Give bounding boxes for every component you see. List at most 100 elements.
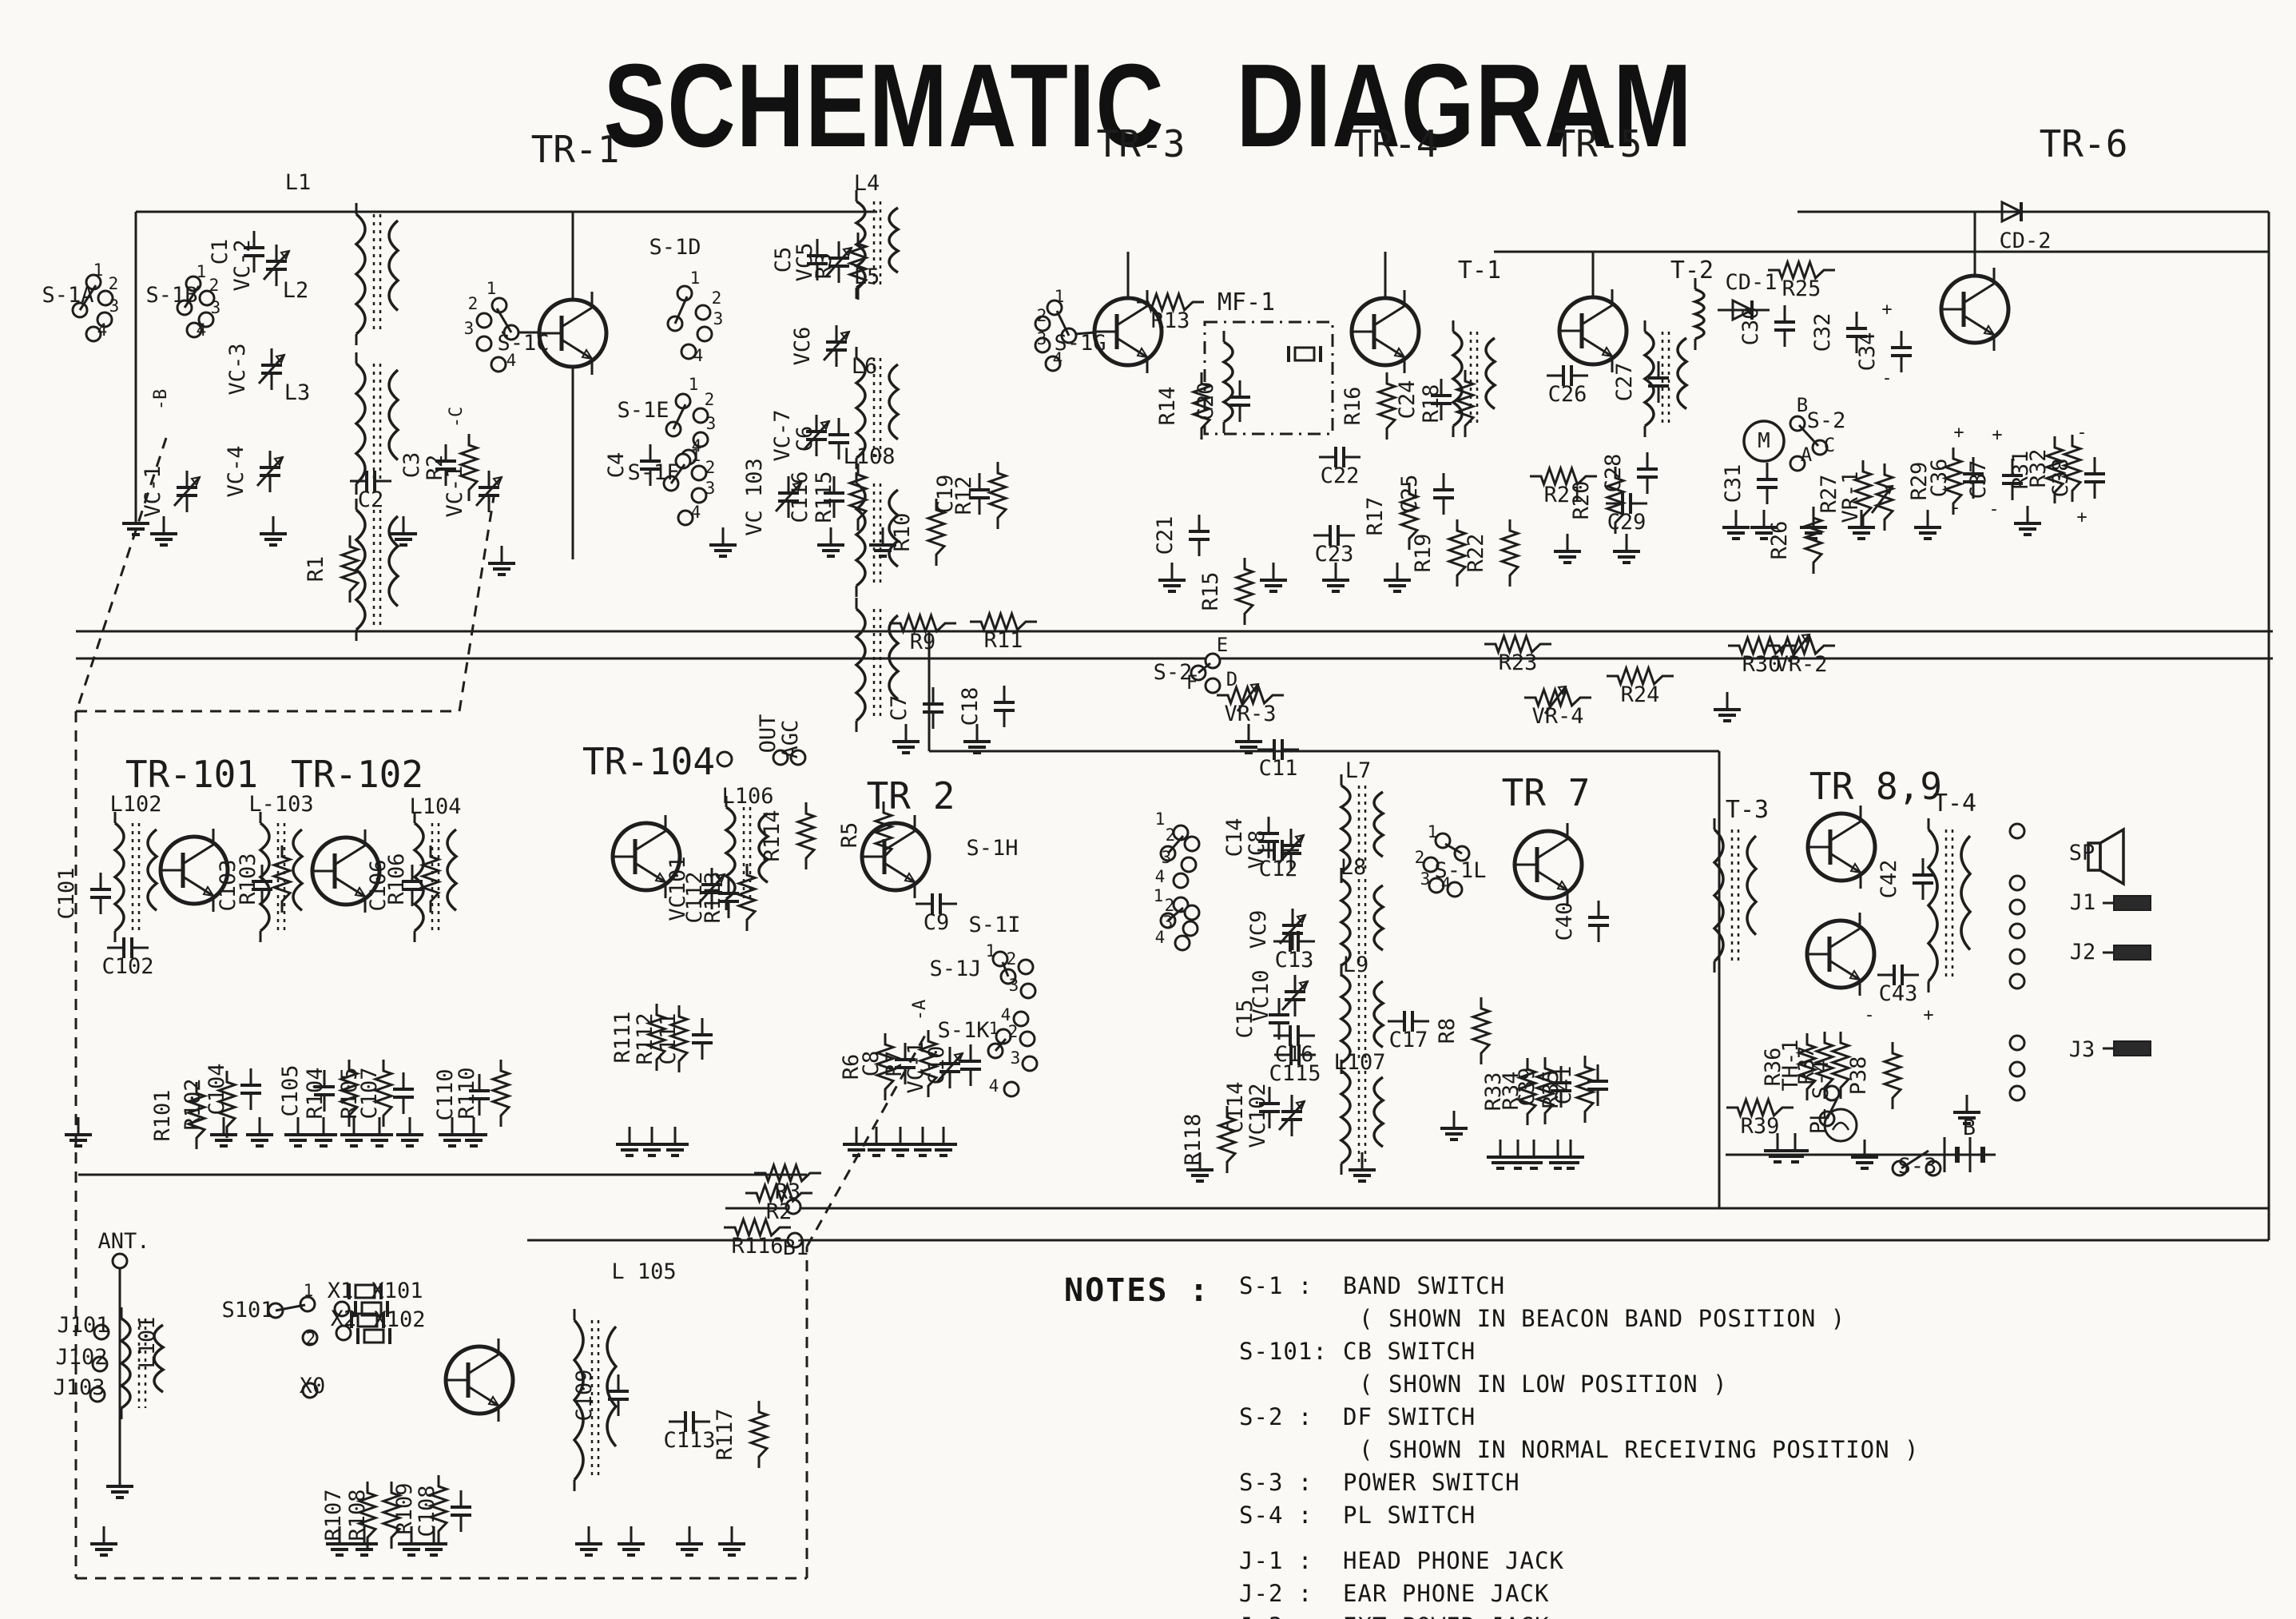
coil-winding (1338, 1069, 1352, 1165)
wire (1963, 314, 1995, 336)
component-label-R114: R114 (760, 810, 785, 861)
contact-node (333, 1300, 351, 1318)
component-label-R30: R30 (1742, 652, 1782, 677)
note-row: J-2 :EAR PHONE JACK (1239, 1580, 1919, 1607)
note-value: PL SWITCH (1343, 1502, 1476, 1529)
component-label-VC-7: VC-7 (770, 409, 795, 461)
component-label-C3: C3 (399, 452, 424, 479)
wire (1829, 820, 1861, 842)
component-label-R105: R105 (337, 1067, 362, 1119)
switch-arm (1797, 424, 1820, 448)
component-label-C40: C40 (1552, 902, 1577, 941)
component-label-C107: C107 (357, 1067, 382, 1119)
gang-dash-line (76, 437, 168, 709)
component-label-2: 2 (705, 390, 715, 409)
contact-node (299, 1295, 316, 1313)
section-header-TR-104: TR-104 (582, 740, 715, 783)
component-label-3: 3 (705, 479, 716, 498)
emitter-arrow (1601, 346, 1615, 358)
component-label-B1: B1 (783, 1235, 809, 1260)
resistor-symbol (489, 1060, 513, 1127)
pot-arrow (1249, 682, 1260, 694)
coil-winding (354, 362, 367, 485)
switch-arm (669, 463, 686, 484)
resistor-symbol (747, 1401, 771, 1468)
coil-winding (1372, 1076, 1386, 1148)
contact-node (197, 311, 215, 328)
resistor-symbol (986, 462, 1010, 529)
component-label-C18: C18 (958, 687, 983, 726)
section-header-TR-3: TR-3 (1097, 122, 1186, 165)
contact-node (198, 289, 216, 307)
resistor-symbol (1469, 997, 1493, 1064)
component-label-C31: C31 (1721, 464, 1746, 503)
component-label-VC-2: VC-2 (230, 239, 255, 291)
contact-node (1428, 877, 1445, 894)
component-label-1: 1 (690, 269, 701, 288)
resistor-symbol (1445, 519, 1469, 587)
wire (884, 861, 916, 884)
resistor-symbol (873, 1033, 897, 1100)
coil-winding (853, 200, 867, 289)
coil-winding (853, 356, 867, 459)
note-row: S-2 :DF SWITCH (1239, 1403, 1919, 1430)
component-label-1: 1 (304, 1281, 314, 1300)
coil-winding (354, 508, 367, 631)
component-label-2: 2 (109, 274, 119, 293)
contact-node (1012, 1010, 1030, 1028)
wire (173, 476, 201, 507)
resistor-symbol (1524, 686, 1591, 710)
component-label-S-1I: S-1I (968, 913, 1020, 937)
coil-winding (888, 363, 901, 441)
contact-node (2008, 948, 2026, 965)
component-label-L101: L101 (135, 1316, 160, 1368)
component-label-AGC: AGC (778, 720, 803, 759)
component-label-2: 2 (306, 1329, 316, 1348)
component-label-L9: L9 (1343, 953, 1369, 977)
switch-arm (672, 404, 687, 430)
resistor-symbol (1726, 1096, 1794, 1120)
component-label-L107: L107 (1333, 1050, 1385, 1075)
resistor-symbol (1851, 460, 1875, 527)
component-label-R36: R36 (1761, 1048, 1786, 1087)
component-label-C43: C43 (1879, 981, 1918, 1006)
subsection-header-MF-1: MF-1 (1218, 288, 1275, 316)
resistor-symbol (1515, 1058, 1539, 1125)
component-label-CD-2: CD-2 (1999, 229, 2051, 253)
component-label-R35: R35 (1539, 1070, 1563, 1109)
wire (182, 843, 214, 865)
component-label-1: 1 (1155, 810, 1166, 829)
wire (1829, 959, 1861, 981)
notes-rows: S-1 :BAND SWITCH( SHOWN IN BEACON BAND P… (1239, 1272, 1919, 1619)
resistor-symbol (846, 233, 870, 300)
component-label-VR-1: VR-1 (1838, 471, 1863, 523)
resistor-symbol (337, 1060, 361, 1127)
component-label-X102: X102 (373, 1307, 425, 1332)
contact-node (995, 1028, 1012, 1045)
contact-node (692, 407, 709, 424)
varcap-arrow (492, 475, 503, 487)
coil-winding (1338, 784, 1352, 873)
component-label-R16: R16 (1341, 387, 1365, 426)
component-label-2: 2 (1007, 949, 1017, 969)
wire (634, 829, 666, 852)
component-label-C38: C38 (2048, 459, 2073, 498)
diode-symbol (2000, 200, 2024, 224)
contact-node (2008, 822, 2026, 840)
component-label--: + (1992, 425, 2002, 445)
component-label-S101: S101 (221, 1298, 273, 1323)
note-sub: ( SHOWN IN BEACON BAND POSITION ) (1359, 1305, 1846, 1332)
jack-symbol (2113, 1040, 2151, 1056)
varcap-arrow (840, 330, 851, 342)
component-label-VC6: VC6 (790, 327, 815, 366)
contact-node (301, 1382, 319, 1399)
emitter-arrow (354, 886, 367, 898)
contact-node (1891, 1160, 1909, 1177)
component-label-F: F (1186, 671, 1198, 694)
coil-winding (1372, 884, 1386, 952)
switch-arm (495, 308, 513, 333)
note-row: J-1 :HEAD PHONE JACK (1239, 1547, 1919, 1574)
component-label-2: 2 (712, 288, 722, 308)
contact-node (1034, 336, 1051, 354)
contact-node (1183, 904, 1201, 921)
